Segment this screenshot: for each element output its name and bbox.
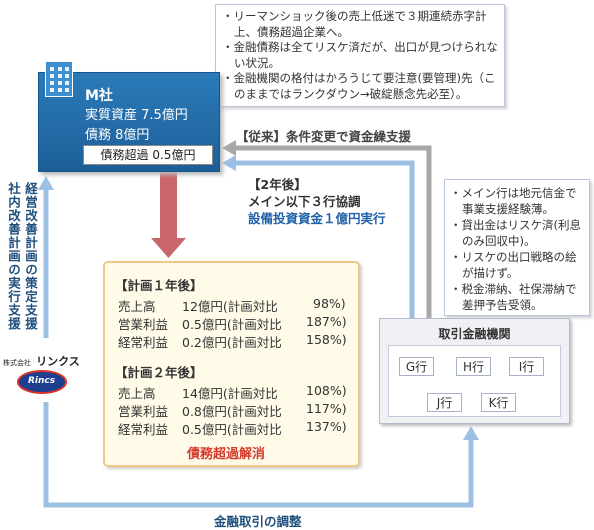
banks-title: 取引金融機関 [438,327,511,341]
bank-g: G行 [399,357,434,376]
note-item: 金融債務は全てリスケ済だが、出口が見つけられない状況。 [224,40,498,71]
support-text-execution: 社内改善計画の実行支援 [6,182,21,331]
bank-i: I行 [509,357,544,376]
logo-mark: Rincs [17,370,67,394]
note-item: メイン行は地元信金で事業支援経験薄。 [452,185,585,217]
second-year-line1: メイン以下３行協調 [248,194,361,209]
bank-h: H行 [456,357,491,376]
building-icon [45,61,73,97]
two-year-arrow [234,160,415,318]
bank-j: J行 [427,393,462,412]
conventional-arrow [234,145,432,318]
conventional-label: 【従来】条件変更で資金繰支援 [236,129,412,144]
bottom-label: 金融取引の調整 [214,514,302,529]
bottom-arrow-head [463,426,479,440]
plan-result: 債務超過解消 [187,447,266,462]
company-assets: 実質資産 7.5億円 [85,108,188,123]
note-item: 税金滞納、社保滞納で差押予告受領。 [452,281,585,313]
support-text-plan: 経営改善計画の策定支援 [23,182,38,331]
note-item: リーマンショック後の売上低迷で３期連続赤字計上、債務超過企業へ。 [224,9,498,40]
bank-k: K行 [481,393,516,412]
bank-situation-note: メイン行は地元信金で事業支援経験薄。 貸出金はリスケ済(利息のみ回収中)。 リス… [444,179,590,316]
note-item: リスケの出口戦略の絵が描けず。 [452,249,585,281]
plan-year2-title: 【計画２年後】 [115,365,203,380]
company-box: M社 実質資産 7.5億円 債務 8億円 債務超過 0.5億円 [38,61,220,172]
company-debt: 債務 8億円 [85,128,150,143]
situation-note: リーマンショック後の売上低迷で３期連続赤字計上、債務超過企業へ。 金融債務は全て… [215,4,505,107]
banks-inner [388,345,561,417]
company-logo: 株式会社 リンクス Rincs [3,350,80,400]
down-arrow-head [151,238,186,258]
company-name: M社 [85,88,113,104]
second-year-title: 【2年後】 [248,177,307,192]
note-item: 貸出金はリスケ済(利息のみ回収中)。 [452,217,585,249]
logo-company-prefix: 株式会社 [3,359,31,367]
down-arrow-shaft [160,172,177,240]
excess-debt-badge: 債務超過 0.5億円 [83,145,213,165]
note-item: 金融機関の格付はかろうじて要注意(要管理)先（このままではランクダウン→破綻懸念… [224,71,498,102]
bottom-adjust-line [43,402,474,508]
logo-company-name: リンクス [36,355,80,368]
plan-year1-title: 【計画１年後】 [115,278,203,293]
financial-institutions-box: 取引金融機関 G行 H行 I行 J行 K行 [379,318,570,424]
second-year-line2: 設備投資資金１億円実行 [248,211,386,226]
plan-results-box: 【計画１年後】 売上高 12億円(計画対比 98%) 営業利益 0.5億円(計画… [103,261,360,467]
logo-mark-text: Rincs [28,376,56,386]
